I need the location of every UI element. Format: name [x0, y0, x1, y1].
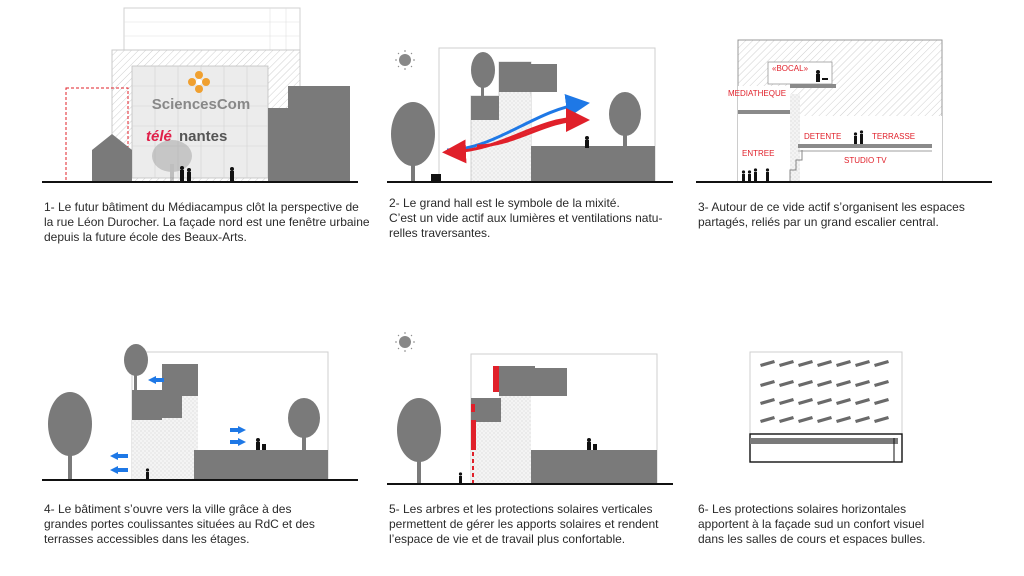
- block-right-2: [288, 86, 350, 182]
- sun-icon: [395, 332, 415, 352]
- diagram-3: «BOCAL» MEDIATHEQUE ENTREE DETENTE TERRA…: [696, 39, 992, 183]
- louvre: [760, 398, 775, 405]
- house-left: [92, 134, 132, 182]
- caption-4: 4- Le bâtiment s’ouvre vers la ville grâ…: [44, 502, 315, 546]
- label-studio-tv: STUDIO TV: [844, 156, 887, 165]
- louvre: [855, 380, 870, 387]
- sciencescom-logo: SciencesCom: [152, 96, 250, 113]
- louvre: [760, 360, 775, 367]
- panel-1: SciencesCom télé nantes 1- Le futur bâti…: [40, 0, 370, 260]
- tree-icon: [152, 140, 192, 182]
- louvre: [779, 398, 794, 405]
- caption-2: 2- Le grand hall est le symbole de la mi…: [389, 196, 663, 240]
- person-icon: [585, 136, 589, 148]
- tree-icon: [288, 398, 320, 450]
- louvre: [760, 416, 775, 423]
- louvre: [874, 398, 889, 405]
- person-icon: [741, 168, 770, 182]
- arrow-icon: [476, 108, 590, 148]
- louvre: [855, 416, 870, 423]
- tree-icon: [124, 344, 148, 390]
- louvre: [798, 416, 813, 423]
- louvre: [874, 416, 889, 423]
- sun-icon: [395, 50, 415, 70]
- label-mediatheque: MEDIATHEQUE: [728, 89, 786, 98]
- person-icon: [230, 167, 234, 182]
- panel-3: «BOCAL» MEDIATHEQUE ENTREE DETENTE TERRA…: [694, 0, 994, 260]
- caption-3: 3- Autour de ce vide actif s’organisent …: [698, 200, 965, 229]
- diagram-2: [387, 47, 673, 183]
- panel-5: 5- Les arbres et les protections solaire…: [385, 320, 675, 576]
- arrow-icon: [110, 376, 246, 474]
- panel-2: 2- Le grand hall est le symbole de la mi…: [385, 0, 675, 260]
- louvre: [760, 380, 775, 387]
- louvre: [798, 380, 813, 387]
- person-icon: [256, 438, 266, 450]
- caption-1: 1- Le futur bâtiment du Médiacampus clôt…: [44, 200, 370, 244]
- bench-icon: [431, 174, 441, 182]
- louvre: [836, 416, 851, 423]
- person-icon: [816, 70, 828, 82]
- louvre: [798, 360, 813, 367]
- tree-icon: [48, 392, 92, 480]
- person-icon: [587, 438, 597, 450]
- label-bocal: «BOCAL»: [772, 64, 809, 73]
- diagram-6: [749, 351, 903, 463]
- tree-icon: [397, 398, 441, 484]
- panel-4: 4- Le bâtiment s’ouvre vers la ville grâ…: [40, 330, 360, 576]
- louvre: [836, 360, 851, 367]
- louvre: [855, 360, 870, 367]
- diagram-5: [387, 332, 673, 485]
- tree-icon: [391, 102, 435, 182]
- panel-6: 6- Les protections solaires horizontales…: [694, 330, 994, 576]
- louvre: [798, 398, 813, 405]
- louvre: [817, 380, 832, 387]
- label-terrasse: TERRASSE: [872, 132, 915, 141]
- louvre: [836, 380, 851, 387]
- louvre: [874, 360, 889, 367]
- diagram-4: [42, 344, 358, 481]
- label-detente: DETENTE: [804, 132, 841, 141]
- horizontal-sun-shades: [760, 360, 889, 423]
- louvre: [779, 360, 794, 367]
- tele-logo: télé: [146, 128, 172, 145]
- louvre: [817, 416, 832, 423]
- louvre: [779, 416, 794, 423]
- louvre: [836, 398, 851, 405]
- louvre: [779, 380, 794, 387]
- person-icon: [145, 468, 150, 480]
- louvre: [874, 380, 889, 387]
- person-icon: [853, 130, 864, 144]
- vertical-sun-shade: [471, 366, 499, 450]
- tree-icon: [609, 92, 641, 146]
- tree-icon: [471, 52, 495, 96]
- louvre: [817, 360, 832, 367]
- nantes-logo: nantes: [179, 128, 227, 145]
- caption-5: 5- Les arbres et les protections solaire…: [389, 502, 659, 546]
- louvre: [855, 398, 870, 405]
- sciencescom-flower-icon: [188, 71, 210, 93]
- louvre: [817, 398, 832, 405]
- person-icon: [180, 166, 191, 182]
- person-icon: [458, 472, 463, 484]
- caption-6: 6- Les protections solaires horizontales…: [698, 502, 926, 546]
- label-entree: ENTREE: [742, 149, 774, 158]
- diagram-1: SciencesCom télé nantes: [42, 7, 358, 183]
